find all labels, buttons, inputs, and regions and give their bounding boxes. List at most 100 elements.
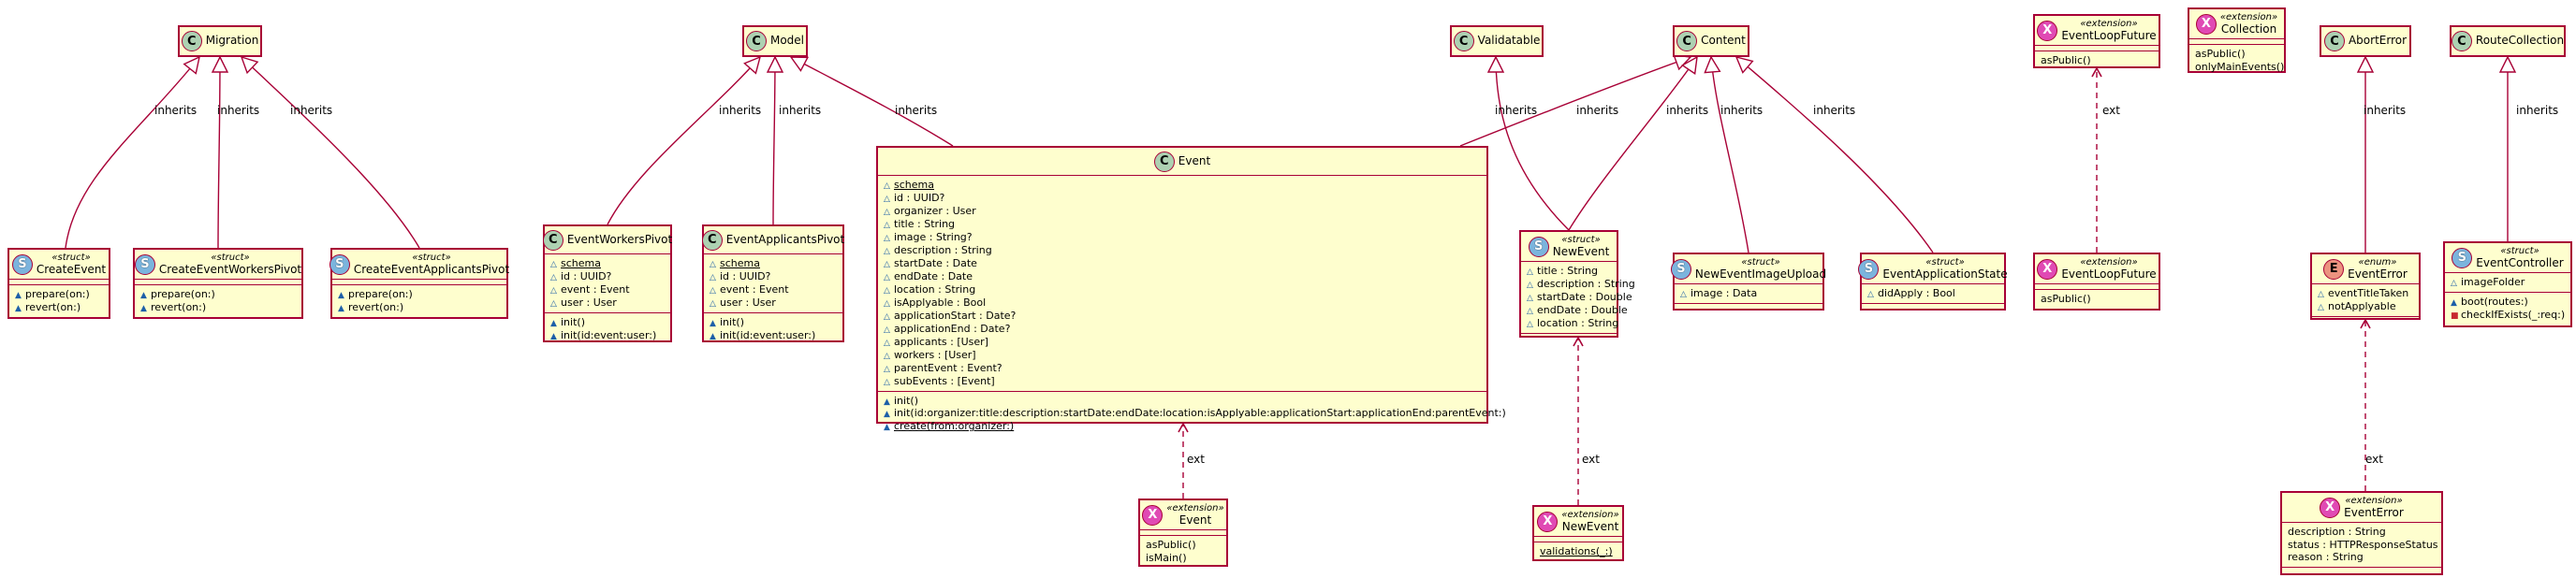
member-text: checkIfExists(_:req:)	[2461, 309, 2566, 322]
method-row: ▲revert(on:)	[140, 301, 296, 314]
visibility-icon: ▲	[338, 291, 344, 301]
visibility-icon: △	[2318, 290, 2324, 300]
fields-section: △schema△id : UUID?△organizer : User△titl…	[878, 176, 1486, 392]
visibility-icon: ▲	[550, 331, 557, 341]
member-text: id : UUID?	[894, 191, 945, 204]
class-icon: C	[542, 229, 564, 251]
member-text: revert(on:)	[151, 301, 207, 314]
visibility-icon: △	[884, 220, 890, 230]
struct-createevent[interactable]: S«struct»CreateEvent▲prepare(on:)▲revert…	[7, 248, 110, 319]
member-text: title : String	[1537, 265, 1599, 278]
field-row: △didApply : Bool	[1867, 287, 1998, 300]
field-row: △imageFolder	[2451, 276, 2565, 289]
struct-newevent[interactable]: S«struct»NewEvent△title : String△descrip…	[1519, 230, 1635, 339]
visibility-icon: △	[884, 338, 890, 348]
field-row: △id : UUID?	[550, 270, 665, 283]
struct-createeventworkerspivot[interactable]: S«struct»CreateEventWorkersPivot▲prepare…	[133, 248, 303, 319]
class-icon: C	[1153, 151, 1175, 172]
fields-section	[9, 280, 109, 286]
methods-section: validations(_:)	[1534, 542, 1622, 560]
class-name: CreateEventWorkersPivot	[158, 262, 302, 276]
field-row: △subEvents : [Event]	[884, 375, 1481, 388]
visibility-icon: △	[1527, 281, 1533, 291]
field-row: reason : String	[2288, 551, 2436, 563]
extension-icon: X	[1142, 504, 1164, 526]
method-row: ■checkIfExists(_:req:)	[2451, 309, 2565, 322]
class-icon: C	[745, 31, 767, 51]
member-text: eventTitleTaken	[2328, 287, 2409, 300]
enum-eventerror[interactable]: E«enum»EventError△eventTitleTaken△notApp…	[2310, 253, 2421, 320]
inheritance-arrowhead	[2356, 55, 2375, 73]
extension-eventloopfuture-bottom[interactable]: X«extension»EventLoopFuture asPublic()	[2033, 253, 2160, 311]
method-row: validations(_:)	[1540, 545, 1617, 557]
visibility-icon: ▲	[710, 331, 716, 341]
member-text: organizer : User	[894, 204, 976, 217]
member-text: description : String	[894, 243, 992, 256]
struct-icon: S	[2452, 247, 2473, 268]
visibility-icon: △	[884, 259, 890, 269]
edge-event-model	[790, 56, 954, 147]
struct-eventcontroller[interactable]: S«struct»EventController△imageFolder▲boo…	[2443, 241, 2572, 327]
label-inherits: inherits	[1495, 104, 1538, 117]
class-header: X«extension»Collection	[2189, 9, 2284, 40]
visibility-icon: △	[884, 272, 890, 282]
fields-section	[2189, 39, 2284, 46]
member-text: asPublic()	[2041, 293, 2091, 306]
member-text: schema	[894, 179, 934, 191]
methods-section	[1521, 334, 1617, 339]
member-text: init()	[894, 394, 918, 407]
field-row: description : String	[2288, 526, 2436, 538]
class-icon: C	[701, 229, 723, 251]
method-row: ▲revert(on:)	[15, 301, 103, 314]
visibility-icon: △	[2451, 279, 2457, 289]
edge-event-content	[1459, 56, 1691, 147]
label-ext: ext	[1582, 453, 1600, 466]
method-row: ▲init()	[550, 316, 665, 329]
method-row: asPublic()	[2041, 54, 2153, 66]
member-text: subEvents : [Event]	[894, 374, 995, 387]
stereotype: «enum»	[2358, 257, 2397, 267]
class-name: EventLoopFuture	[2061, 267, 2157, 281]
label-inherits: inherits	[1576, 104, 1619, 117]
method-row: onlyMainEvents()	[2195, 61, 2284, 73]
struct-neweventimageupload[interactable]: S«struct»NewEventImageUpload△image : Dat…	[1670, 253, 1826, 311]
struct-createeventapplicantspivot[interactable]: S«struct»CreateEventApplicantsPivot▲prep…	[329, 248, 510, 319]
field-row: △startDate : Double	[1527, 291, 1632, 304]
field-row: △ description : String	[1527, 278, 1635, 291]
member-text: image : String?	[894, 230, 973, 243]
class-name: Content	[1701, 34, 1746, 48]
visibility-icon: ▲	[338, 304, 344, 314]
extension-icon: X	[2037, 258, 2058, 280]
stereotype: «extension»	[2219, 12, 2278, 22]
method-row: isMain()	[1146, 552, 1221, 564]
class-name: CreateEventApplicantsPivot	[353, 262, 510, 276]
field-row: △organizer : User	[884, 205, 1481, 218]
field-row: △schema	[550, 257, 665, 270]
member-text: description : String	[1537, 278, 1635, 291]
class-name: AbortError	[2348, 34, 2408, 48]
struct-eventapplicationstate[interactable]: S«struct»EventApplicationState△didApply …	[1858, 253, 2008, 311]
label-inherits: inherits	[779, 104, 822, 117]
class-header: X«extension»EventLoopFuture	[2035, 254, 2159, 285]
visibility-icon: △	[884, 194, 890, 204]
member-text: init()	[561, 315, 585, 328]
member-text: image : Data	[1690, 287, 1758, 300]
label-inherits: inherits	[895, 104, 938, 117]
